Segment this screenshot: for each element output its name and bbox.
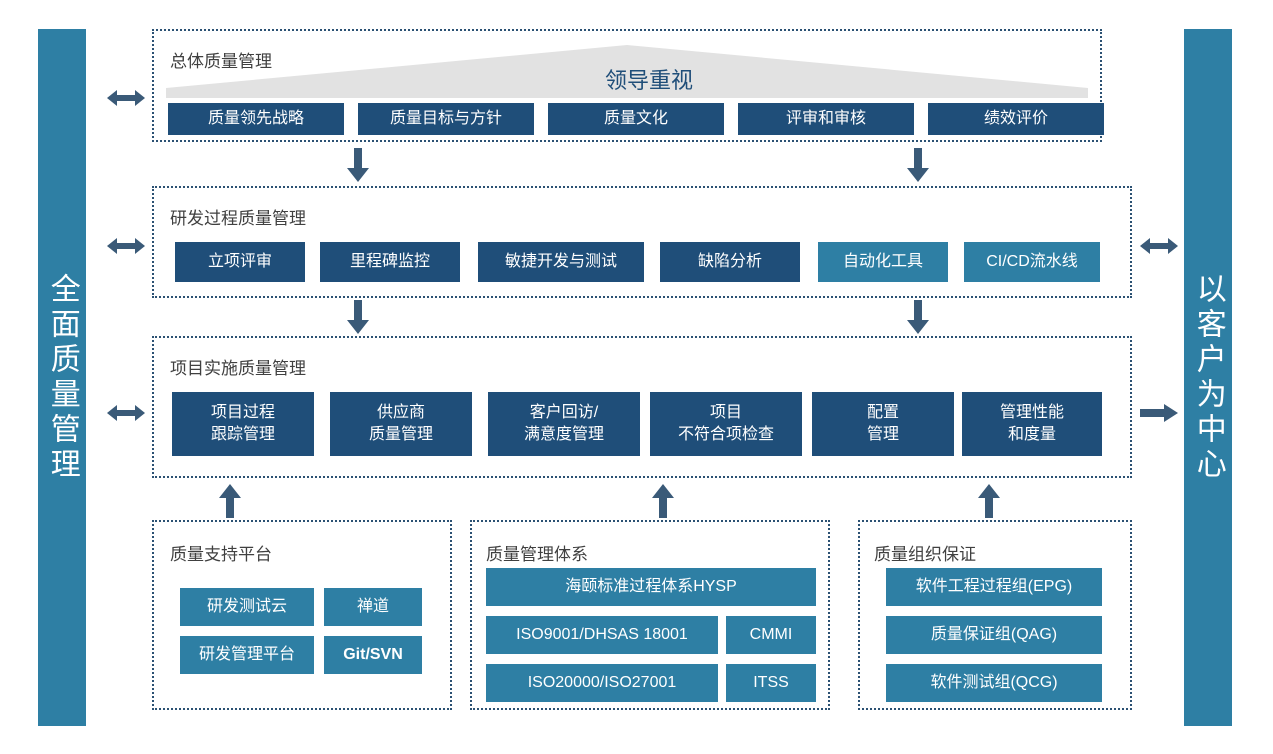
box-rnd-2[interactable]: 敏捷开发与测试 xyxy=(478,242,644,282)
box-project-4-label: 配置 管理 xyxy=(866,404,899,443)
arrow-right-double-rnd xyxy=(1140,236,1178,256)
box-project-3-label: 项目 不符合项检查 xyxy=(677,404,774,443)
box-project-5[interactable]: 管理性能 和度量 xyxy=(962,392,1102,456)
leadership-emphasis-banner: 领导重视 xyxy=(166,45,1088,98)
sidebar-right-label: 以客户为中心 xyxy=(1191,272,1225,483)
box-project-2-label: 客户回访/ 满意度管理 xyxy=(523,404,604,443)
box-rnd-5[interactable]: CI/CD流水线 xyxy=(964,242,1100,282)
box-system-4[interactable]: ITSS xyxy=(726,664,816,702)
box-project-2[interactable]: 客户回访/ 满意度管理 xyxy=(488,392,640,456)
sidebar-left-total-quality-management: 全面质量管理 xyxy=(38,29,86,726)
box-rnd-1[interactable]: 里程碑监控 xyxy=(320,242,460,282)
box-overall-4-label: 绩效评价 xyxy=(983,110,1048,128)
panel-title-project: 项目实施质量管理 xyxy=(170,359,306,378)
box-project-1[interactable]: 供应商 质量管理 xyxy=(330,392,472,456)
box-support-0[interactable]: 研发测试云 xyxy=(180,588,314,626)
box-system-3-label: ISO20000/ISO27001 xyxy=(527,674,677,692)
box-project-3[interactable]: 项目 不符合项检查 xyxy=(650,392,802,456)
box-overall-0-label: 质量领先战略 xyxy=(207,110,304,128)
arrow-down-overall-to-rnd-left xyxy=(346,148,370,182)
box-overall-2-label: 质量文化 xyxy=(603,110,668,128)
sidebar-left-label: 全面质量管理 xyxy=(45,272,79,483)
box-project-4[interactable]: 配置 管理 xyxy=(812,392,954,456)
arrow-down-rnd-to-project-right xyxy=(906,300,930,334)
arrow-left-double-rnd xyxy=(107,236,145,256)
box-overall-2[interactable]: 质量文化 xyxy=(548,103,724,135)
box-system-2[interactable]: CMMI xyxy=(726,616,816,654)
box-project-1-label: 供应商 质量管理 xyxy=(368,404,433,443)
panel-title-support-platform: 质量支持平台 xyxy=(170,545,272,564)
box-project-0[interactable]: 项目过程 跟踪管理 xyxy=(172,392,314,456)
arrow-up-support-to-project xyxy=(218,484,242,518)
box-overall-1[interactable]: 质量目标与方针 xyxy=(358,103,534,135)
box-support-1[interactable]: 禅道 xyxy=(324,588,422,626)
box-support-2-label: 研发管理平台 xyxy=(198,646,295,664)
box-org-1[interactable]: 质量保证组(QAG) xyxy=(886,616,1102,654)
arrow-right-single-project xyxy=(1140,403,1178,423)
box-project-5-label: 管理性能 和度量 xyxy=(999,404,1064,443)
arrow-down-rnd-to-project-left xyxy=(346,300,370,334)
box-system-1-label: ISO9001/DHSAS 18001 xyxy=(516,626,688,644)
box-org-0[interactable]: 软件工程过程组(EPG) xyxy=(886,568,1102,606)
box-system-4-label: ITSS xyxy=(753,674,789,692)
box-rnd-5-label: CI/CD流水线 xyxy=(986,253,1078,271)
panel-title-management-system: 质量管理体系 xyxy=(486,545,588,564)
arrow-left-double-project xyxy=(107,403,145,423)
box-rnd-0[interactable]: 立项评审 xyxy=(175,242,305,282)
arrow-down-overall-to-rnd-right xyxy=(906,148,930,182)
box-system-3[interactable]: ISO20000/ISO27001 xyxy=(486,664,718,702)
banner-label-wrap: 领导重视 xyxy=(166,45,1088,98)
box-overall-3-label: 评审和审核 xyxy=(785,110,866,128)
box-rnd-4[interactable]: 自动化工具 xyxy=(818,242,948,282)
box-rnd-0-label: 立项评审 xyxy=(207,253,272,271)
box-org-2-label: 软件测试组(QCG) xyxy=(930,674,1058,692)
box-support-3-label: Git/SVN xyxy=(343,646,403,664)
box-overall-1-label: 质量目标与方针 xyxy=(389,110,502,128)
box-system-0-label: 海颐标准过程体系HYSP xyxy=(565,578,737,596)
box-project-0-label: 项目过程 跟踪管理 xyxy=(210,404,275,443)
box-org-0-label: 软件工程过程组(EPG) xyxy=(915,578,1073,596)
panel-title-org-assurance: 质量组织保证 xyxy=(874,545,976,564)
box-support-2[interactable]: 研发管理平台 xyxy=(180,636,314,674)
box-overall-4[interactable]: 绩效评价 xyxy=(928,103,1104,135)
box-rnd-1-label: 里程碑监控 xyxy=(349,253,430,271)
box-support-3[interactable]: Git/SVN xyxy=(324,636,422,674)
sidebar-right-customer-centric: 以客户为中心 xyxy=(1184,29,1232,726)
box-system-2-label: CMMI xyxy=(749,626,793,644)
box-rnd-2-label: 敏捷开发与测试 xyxy=(504,253,617,271)
banner-label: 领导重视 xyxy=(604,68,693,93)
panel-title-rnd: 研发过程质量管理 xyxy=(170,209,306,228)
box-rnd-3-label: 缺陷分析 xyxy=(697,253,762,271)
box-overall-3[interactable]: 评审和审核 xyxy=(738,103,914,135)
box-system-1[interactable]: ISO9001/DHSAS 18001 xyxy=(486,616,718,654)
box-support-1-label: 禅道 xyxy=(356,598,389,616)
box-org-2[interactable]: 软件测试组(QCG) xyxy=(886,664,1102,702)
box-rnd-3[interactable]: 缺陷分析 xyxy=(660,242,800,282)
box-overall-0[interactable]: 质量领先战略 xyxy=(168,103,344,135)
box-rnd-4-label: 自动化工具 xyxy=(842,253,923,271)
panel-title-overall: 总体质量管理 xyxy=(170,52,272,71)
box-system-0[interactable]: 海颐标准过程体系HYSP xyxy=(486,568,816,606)
arrow-left-double-overall xyxy=(107,88,145,108)
box-support-0-label: 研发测试云 xyxy=(206,598,287,616)
arrow-up-system-to-project xyxy=(651,484,675,518)
arrow-up-org-to-project xyxy=(977,484,1001,518)
box-org-1-label: 质量保证组(QAG) xyxy=(930,626,1058,644)
